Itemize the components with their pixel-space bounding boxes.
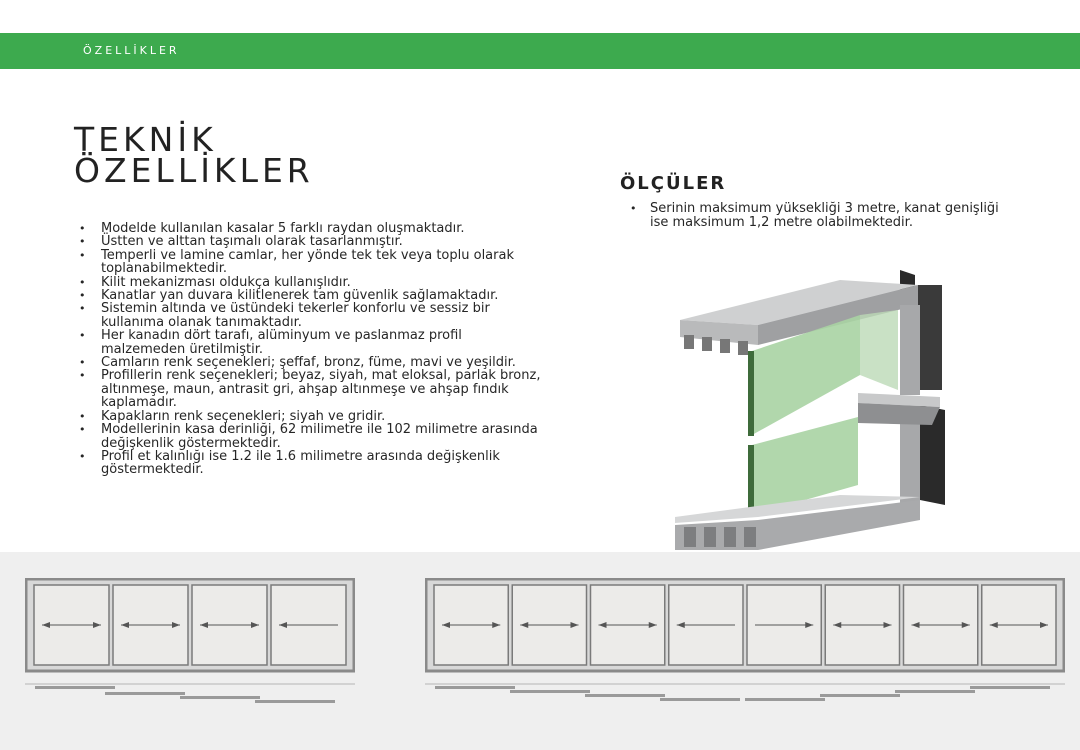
list-item: Camların renk seçenekleri; şeffaf, bronz… <box>78 356 548 370</box>
arrow-left-icon <box>42 622 50 628</box>
profile-bottom-top <box>675 495 920 523</box>
list-item: Her kanadın dört tarafı, alüminyum ve pa… <box>78 329 548 356</box>
arrow-right-icon <box>805 622 814 628</box>
list-item: Profillerin renk seçenekleri; beyaz, siy… <box>78 369 548 409</box>
profile-bottom-rail-3 <box>724 527 736 547</box>
list-item: Kilit mekanizması oldukça kullanışlıdır. <box>78 275 548 289</box>
track-segment <box>180 696 260 699</box>
track-segment <box>585 694 665 697</box>
track-segment <box>970 686 1050 689</box>
track-segment <box>820 694 900 697</box>
arrow-left-icon <box>598 622 607 628</box>
arrow-right-icon <box>648 622 657 628</box>
profile-glass-upper-shade <box>860 310 898 390</box>
profile-glass-upper-edge <box>748 351 754 436</box>
arrow-left-icon <box>676 622 685 628</box>
arrow-right-icon <box>93 622 101 628</box>
panel-diagram-small <box>25 578 355 703</box>
arrow-left-icon <box>911 622 920 628</box>
track-segment <box>105 692 185 695</box>
arrow-right-icon <box>961 622 970 628</box>
feature-list: Modelde kullanılan kasalar 5 farklı rayd… <box>78 222 548 477</box>
profile-glass-upper <box>752 315 860 435</box>
profile-bottom-rail-1 <box>684 527 696 547</box>
arrow-left-icon <box>121 622 129 628</box>
arrow-left-icon <box>442 622 450 628</box>
arrow-left-icon <box>833 622 842 628</box>
arrow-left-icon <box>520 622 529 628</box>
profile-back-edge-bottom <box>920 405 945 505</box>
section-label: ÖZELLİKLER <box>83 44 180 57</box>
profile-right-post-bottom <box>900 407 920 505</box>
arrow-right-icon <box>172 622 180 628</box>
track-segment <box>660 698 740 701</box>
page-title-line1: TEKNİK <box>74 120 217 159</box>
arrow-left-icon <box>279 622 287 628</box>
profile-top-rail-4 <box>738 341 748 355</box>
page-title: TEKNİK ÖZELLİKLER <box>74 120 314 190</box>
profile-top-front <box>680 320 758 345</box>
profile-bottom-rail-2 <box>704 527 716 547</box>
profile-bottom-rail-4 <box>744 527 756 547</box>
list-item: Sistemin altında ve üstündeki tekerler k… <box>78 302 548 329</box>
arrow-right-icon <box>251 622 259 628</box>
arrow-right-icon <box>492 622 501 628</box>
track-segment <box>255 700 335 703</box>
profile-right-post-top <box>900 305 920 395</box>
profile-glass-lower-edge <box>748 445 754 515</box>
section-header-band: ÖZELLİKLER <box>0 33 1080 69</box>
track-segment <box>510 690 590 693</box>
panel-diagram-large <box>425 578 1065 701</box>
list-item: Kapakların renk seçenekleri; siyah ve gr… <box>78 409 548 423</box>
profile-top-rail-3 <box>720 339 730 353</box>
profile-bottom-face <box>675 500 920 550</box>
list-item: Kanatlar yan duvara kilitlenerek tam güv… <box>78 289 548 303</box>
arrow-right-icon <box>1040 622 1048 628</box>
profile-top-rail-1 <box>684 335 694 349</box>
dimensions-list: Serinin maksimum yüksekliği 3 metre, kan… <box>630 201 1000 231</box>
track-segment <box>435 686 515 689</box>
profile-top-rail-2 <box>702 337 712 351</box>
profile-top-face <box>680 280 918 325</box>
list-item: Modelde kullanılan kasalar 5 farklı rayd… <box>78 222 548 236</box>
arrow-right-icon <box>883 622 892 628</box>
list-item: Profil et kalınlığı ise 1.2 ile 1.6 mili… <box>78 450 548 477</box>
list-item: Üstten ve alttan taşımalı olarak tasarla… <box>78 235 548 249</box>
page-title-line2: ÖZELLİKLER <box>74 151 314 190</box>
track-segment <box>895 690 975 693</box>
arrow-left-icon <box>989 622 998 628</box>
list-item: Temperli ve lamine camlar, her yönde tek… <box>78 249 548 276</box>
profile-mid-transom <box>858 393 940 407</box>
arrow-right-icon <box>570 622 579 628</box>
profile-mid-transom-front <box>858 403 940 425</box>
profile-top-side <box>758 285 918 345</box>
profile-cross-section-illustration <box>675 270 945 550</box>
profile-back-post <box>918 285 942 390</box>
arrow-left-icon <box>200 622 208 628</box>
dimensions-title: ÖLÇÜLER <box>620 173 727 194</box>
track-segment <box>35 686 115 689</box>
profile-glass-lower <box>752 417 858 515</box>
list-item: Serinin maksimum yüksekliği 3 metre, kan… <box>630 201 1000 231</box>
list-item: Modellerinin kasa derinliği, 62 milimetr… <box>78 423 548 450</box>
track-segment <box>745 698 825 701</box>
